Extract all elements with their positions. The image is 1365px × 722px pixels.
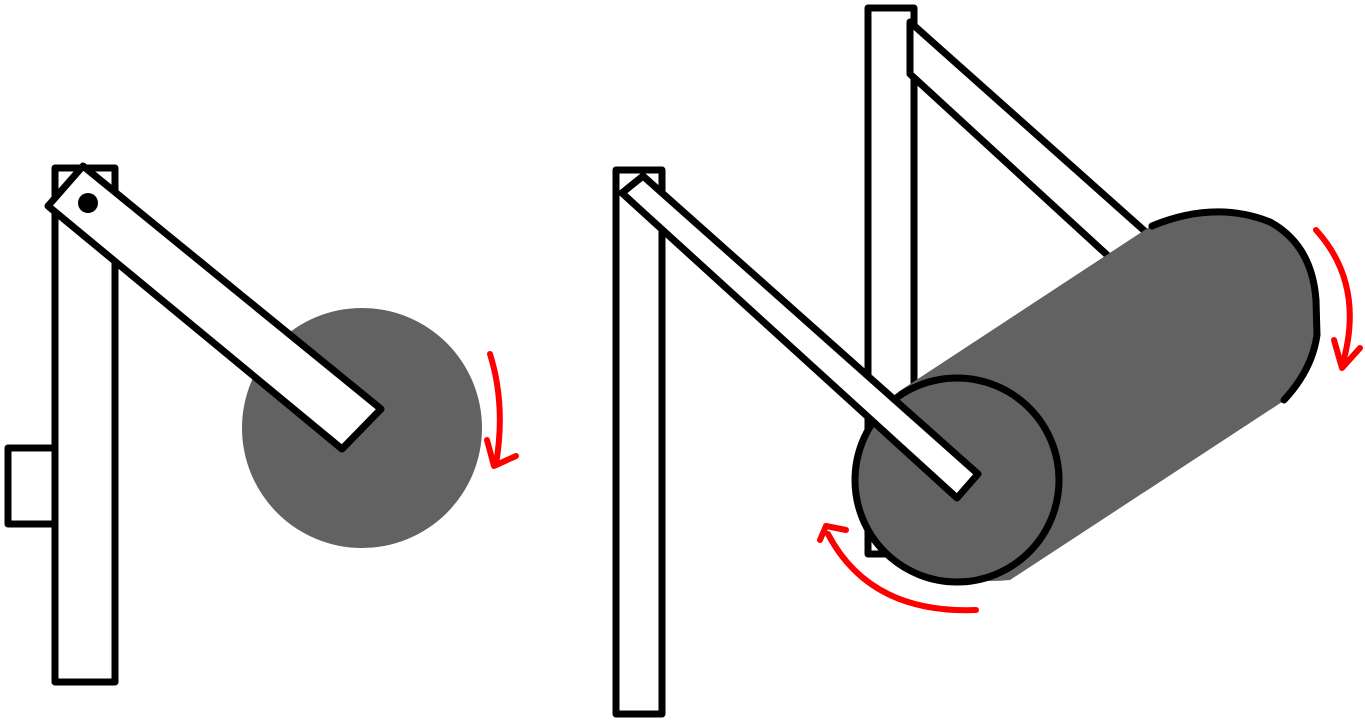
- pivot-pin: [78, 193, 98, 213]
- rotation-arrowhead-bottom: [817, 523, 849, 543]
- front-arm: [618, 172, 982, 502]
- rotation-arrow: [487, 351, 503, 467]
- front-post: [612, 166, 666, 718]
- side-view-figure: [4, 162, 519, 686]
- angled-view-figure: [612, 4, 1363, 718]
- rotation-arrowhead: [484, 437, 519, 469]
- pivot-arm: [44, 162, 385, 453]
- rotation-arrow-top: [1313, 227, 1353, 369]
- rotation-arrowhead-top: [1331, 337, 1363, 371]
- rotation-arrow-bottom: [825, 531, 979, 614]
- roller-back-cap: [1148, 208, 1321, 404]
- side-bracket: [4, 444, 60, 528]
